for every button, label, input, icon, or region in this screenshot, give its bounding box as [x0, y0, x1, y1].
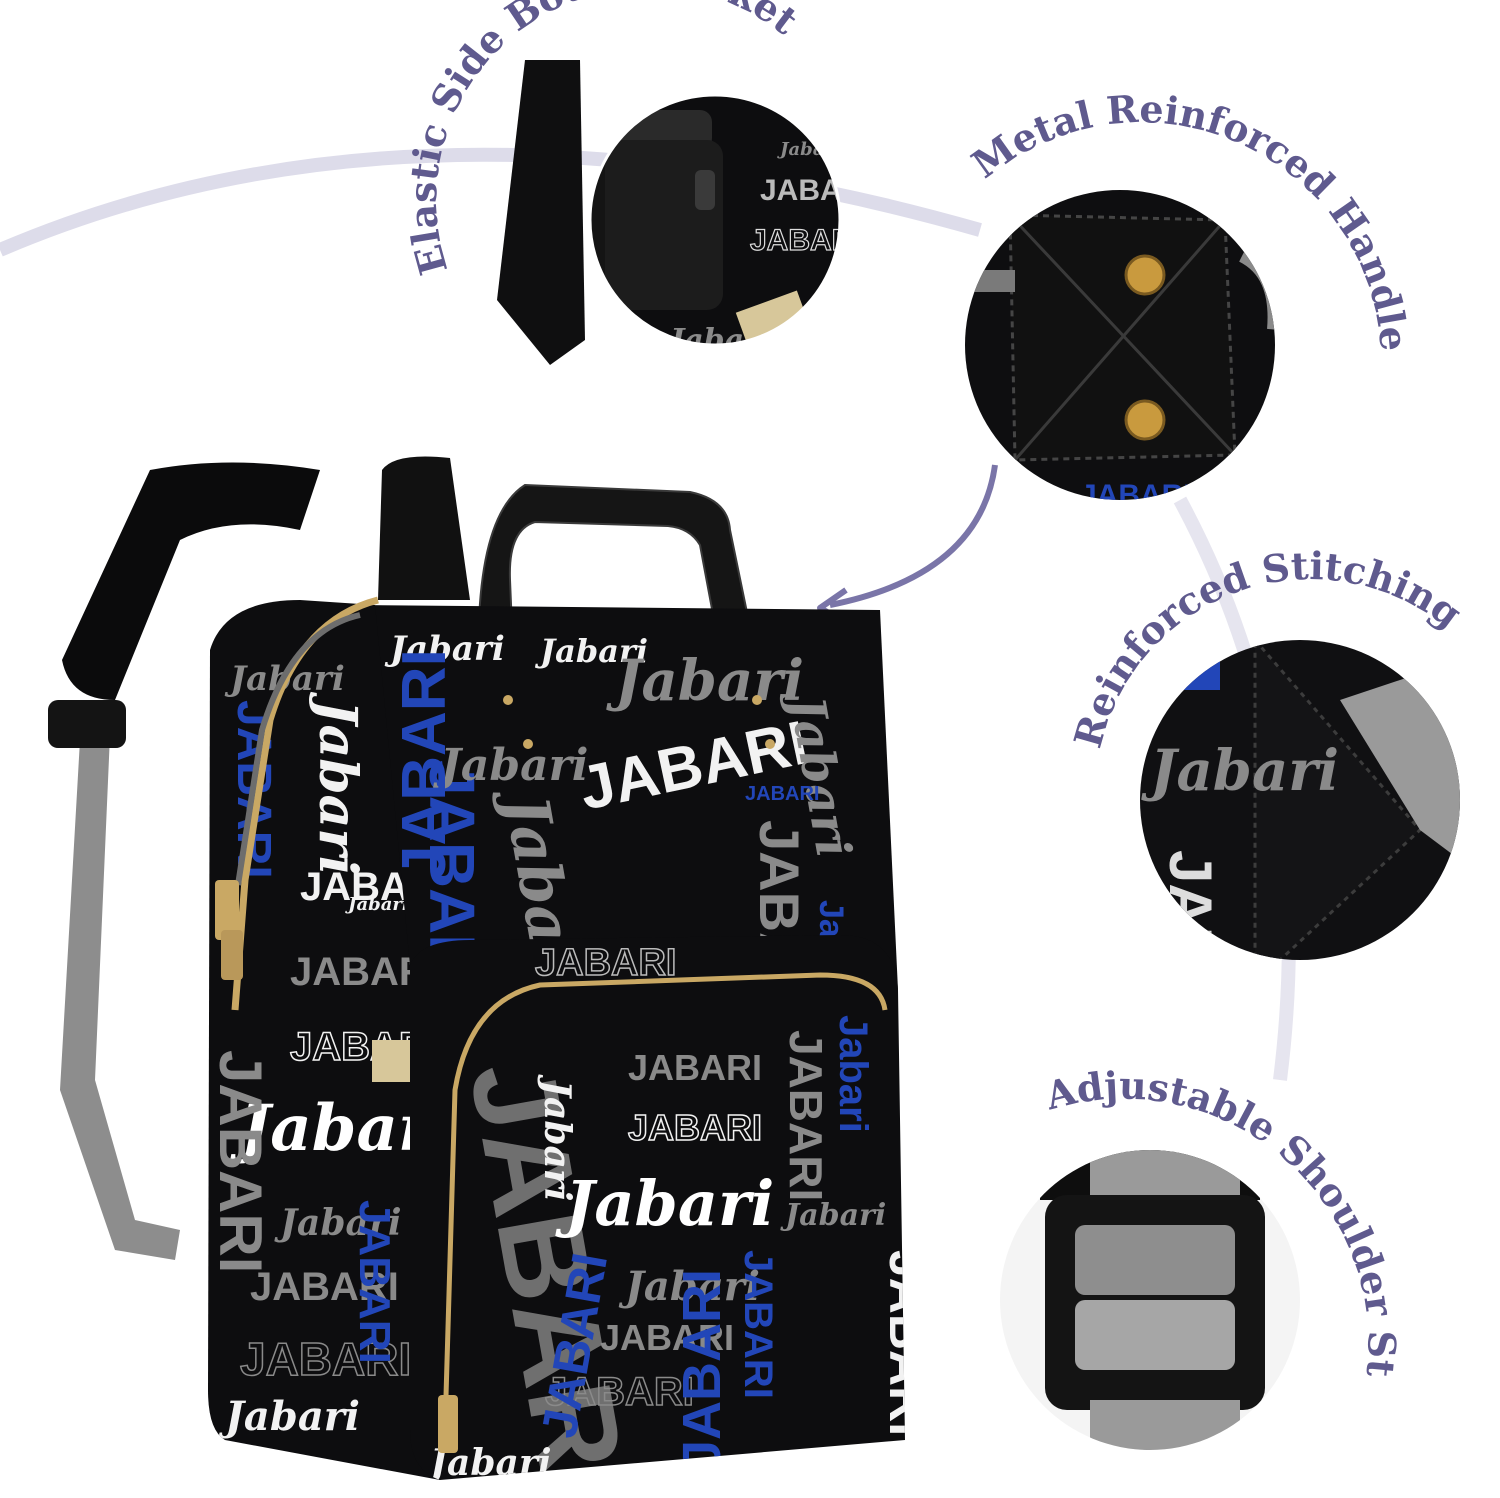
handle-rivet [523, 739, 533, 749]
pattern-text: JABARI [350, 1200, 399, 1364]
pattern-text: JABARI [600, 1317, 734, 1358]
pattern-text: Jabari [780, 1198, 886, 1233]
pattern-text: JABARI [545, 1370, 694, 1414]
pattern-text: JABARI [736, 1250, 780, 1399]
strap-piece [497, 60, 585, 365]
pattern-text: Jabari [345, 894, 409, 915]
pattern-text: Jabari [555, 1167, 774, 1240]
pattern-text: JABARI [745, 783, 819, 805]
zipper-pull [221, 930, 243, 980]
pattern-text: Jabari [536, 1074, 578, 1202]
rivet-icon [1124, 399, 1166, 441]
pattern-text: Jabari [618, 1263, 760, 1310]
pattern-text: Jabari [384, 629, 505, 669]
shoulder-strap-webbing [60, 735, 180, 1260]
handle-rivet [765, 739, 775, 749]
pattern-text: JABARI [750, 224, 862, 257]
front-pocket [410, 935, 905, 1480]
handle-rivet [752, 695, 762, 705]
strap-buckle [48, 700, 126, 748]
main-zipper-tape [235, 612, 361, 886]
rivet-icon [1124, 254, 1166, 296]
bag-upper-body [360, 605, 898, 990]
feature-metal-handle: JABARI Metal Reinforced Handle [963, 86, 1417, 512]
buckle-icon [1045, 1195, 1265, 1410]
front-pocket-zipper [442, 972, 888, 1431]
pattern-text: JABARI [672, 1269, 732, 1470]
pointer-arrow [829, 464, 998, 608]
stitch-icon [1253, 640, 1423, 960]
pattern-text: Jabari [831, 1015, 875, 1133]
pattern-text: JABARI [628, 1107, 762, 1148]
backpack: Jabari Jabari Jabari JABARI Jabari JABAR… [48, 456, 935, 1480]
pattern-text: JABARI [760, 174, 872, 207]
pattern-text: JABARI [1157, 850, 1224, 1073]
shoulder-strap-padded [62, 462, 320, 700]
pattern-text: Jabari [274, 1202, 402, 1244]
pattern-text: JABARI [879, 1250, 935, 1436]
pattern-text: JABARI [780, 1030, 832, 1201]
side-pocket-tab [372, 1040, 414, 1082]
pattern-text: JABARI [390, 649, 459, 880]
pattern-text: JABARI [628, 1047, 762, 1088]
pattern-text: JABARI [240, 1333, 411, 1385]
back-loop [378, 456, 470, 600]
pattern-text: JABARI [250, 1265, 399, 1309]
feature-bottle-pocket: JABARI JABARI JABARI Jabari Jabari Elast… [400, 0, 872, 365]
pattern-text: JABARI [535, 942, 676, 984]
pattern-text: Jabari [606, 648, 804, 714]
bag-side-panel [208, 600, 440, 1480]
pattern-text: Jabari [777, 139, 841, 160]
front-zipper-pull [438, 1395, 458, 1453]
pattern-text: JABARI [207, 1050, 274, 1273]
pattern-text: Jabari [433, 740, 589, 791]
pattern-text: JABARI [1080, 479, 1192, 512]
water-bottle-icon [605, 110, 723, 310]
zipper-pull [215, 880, 239, 940]
handle-rivet [503, 695, 513, 705]
pattern-text: Jabari [218, 1393, 360, 1440]
pattern-text: Jabari [534, 632, 648, 670]
feature-reinforced-stitching: Jabari JABARI Reinforced Stitching [1065, 543, 1470, 1073]
pattern-text: Jabari [307, 691, 368, 876]
pattern-text: Jabari [1141, 738, 1339, 804]
pattern-text: Jabari [229, 1091, 456, 1166]
